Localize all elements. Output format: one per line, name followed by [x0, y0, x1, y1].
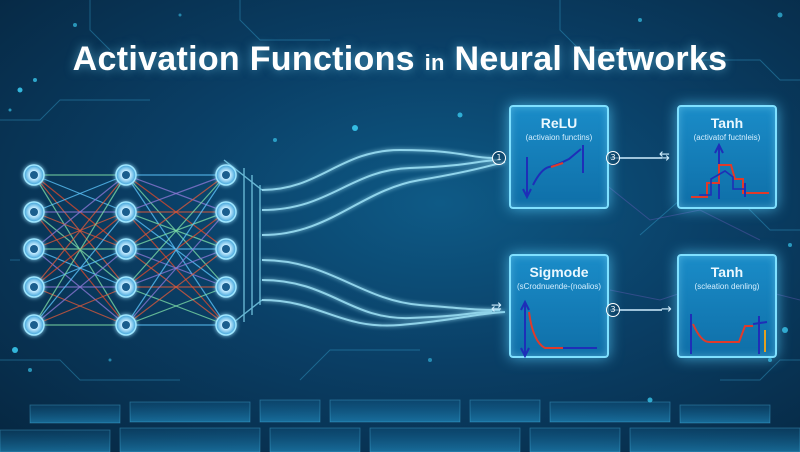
- network-edge: [33, 248, 127, 326]
- sigmode-red-curve: [528, 311, 563, 349]
- connector-input-1: 1: [492, 151, 506, 165]
- arrow-icon: ⇆: [659, 149, 670, 164]
- network-edge: [125, 211, 227, 326]
- card-tanh-2-subtitle: (scleation denling): [694, 282, 760, 291]
- sigmode-plot: [520, 299, 597, 359]
- connector-1: 3: [606, 151, 620, 165]
- relu-curve: [532, 148, 582, 186]
- card-tanh-1-subtitle: (activatof fuctnleis): [693, 133, 761, 142]
- flow-line: [261, 148, 493, 191]
- network-node-core: [30, 321, 38, 329]
- network-node-core: [30, 208, 38, 216]
- network-node-core: [222, 283, 230, 291]
- arrow-icon: ⇄: [491, 300, 502, 315]
- flow-line: [261, 159, 501, 211]
- network-edge: [33, 174, 127, 213]
- network-node-core: [30, 171, 38, 179]
- card-relu: ReLU (activaion functins): [509, 105, 609, 209]
- circuit-floor: [0, 399, 800, 452]
- network-edge: [125, 174, 227, 213]
- relu-arrow: [522, 188, 532, 200]
- tanh1-plot: [691, 142, 769, 199]
- card-connectors: [610, 157, 662, 311]
- network-nodes: [23, 164, 237, 336]
- network-node-core: [222, 171, 230, 179]
- title-rest: Neural Networks: [454, 40, 728, 78]
- network-node-core: [30, 283, 38, 291]
- network-node-core: [122, 208, 130, 216]
- card-tanh-2-title: Tanh: [710, 264, 744, 280]
- tanh1-red-curve: [691, 164, 769, 198]
- card-sigmode-title: Sigmode: [529, 264, 589, 280]
- network-edge: [125, 174, 227, 326]
- network-node-core: [222, 245, 230, 253]
- card-sigmode: Sigmode (sCrodnuende-(noalios): [509, 254, 609, 359]
- network-edges: [33, 174, 227, 326]
- arrow-icon: →: [661, 302, 672, 317]
- card-sigmode-subtitle: (sCrodnuende-(noalios): [516, 282, 602, 291]
- card-tanh-2: Tanh (scleation denling): [677, 254, 777, 358]
- network-edge: [125, 286, 227, 326]
- network-edge: [33, 174, 127, 326]
- flow-line: [261, 299, 506, 327]
- card-tanh-1-title: Tanh: [710, 115, 744, 131]
- tanh1-blue-curve: [699, 170, 745, 196]
- network-edge: [33, 174, 127, 250]
- network-node-core: [222, 321, 230, 329]
- network-node-core: [30, 245, 38, 253]
- flow-line: [261, 161, 506, 236]
- card-relu-subtitle: (activaion functins): [525, 133, 593, 142]
- network-edge: [33, 286, 127, 326]
- network-edge: [125, 174, 227, 250]
- layer3-bundle: [223, 159, 263, 331]
- network-edge: [125, 174, 227, 288]
- connector-2: 3: [606, 303, 620, 317]
- network-edge: [33, 211, 127, 326]
- network-node-core: [122, 321, 130, 329]
- relu-plot: [522, 145, 584, 200]
- network-edge: [125, 248, 227, 326]
- card-tanh-1: Tanh (activatof fuctnleis): [677, 105, 777, 209]
- title-main: Activation Functions: [72, 40, 415, 78]
- card-relu-title: ReLU: [540, 115, 578, 131]
- page-title: Activation Functions in Neural Networks: [0, 40, 800, 79]
- network-edge: [33, 174, 127, 288]
- network-node-core: [122, 245, 130, 253]
- flow-lines: [261, 148, 506, 327]
- flow-line: [261, 259, 501, 311]
- network-node-core: [122, 171, 130, 179]
- network-node-core: [122, 283, 130, 291]
- flow-line: [261, 279, 493, 320]
- relu-red-segment: [550, 162, 564, 168]
- network-node-core: [222, 208, 230, 216]
- title-small: in: [424, 50, 445, 75]
- tanh2-plot: [690, 314, 768, 354]
- tanh2-red-curve: [692, 323, 753, 343]
